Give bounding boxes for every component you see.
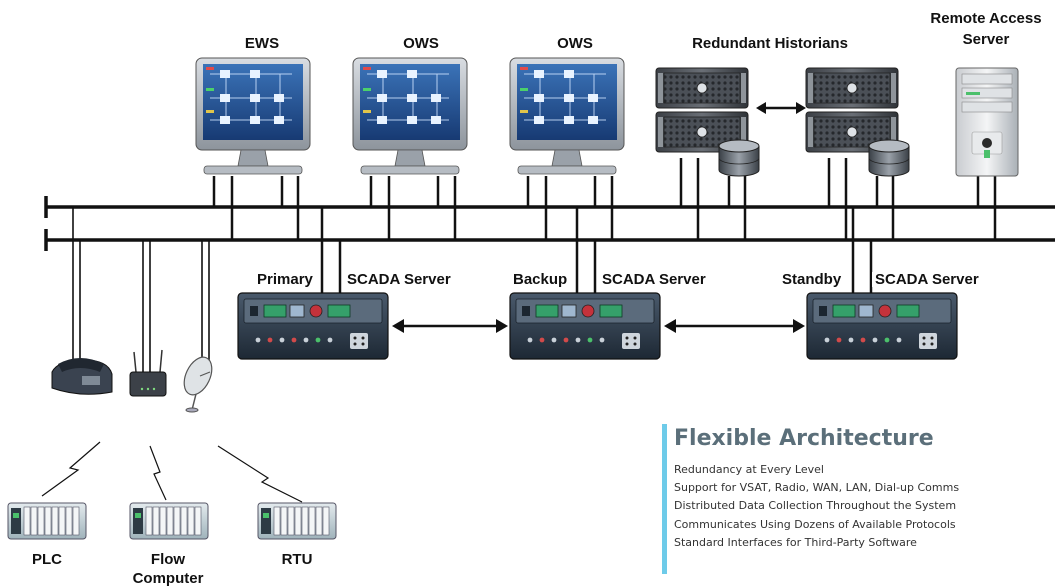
- dialup-phone-icon: [51, 358, 113, 395]
- ows-label: OWS: [403, 35, 439, 52]
- ews-workstation-icon: [195, 57, 311, 175]
- accent-bar: [662, 424, 667, 574]
- flow-computer-io-rack-icon: [129, 502, 209, 540]
- scada-server-label: SCADA Server: [599, 272, 709, 287]
- feature-item: Communicates Using Dozens of Available P…: [674, 517, 956, 531]
- flexible-architecture-panel: Flexible Architecture Redundancy at Ever…: [662, 424, 1052, 574]
- standby-label: Standby: [779, 272, 845, 287]
- historian-rack-icon: [655, 67, 760, 177]
- ews-label: EWS: [244, 35, 280, 52]
- scada-drop-lines: [320, 207, 873, 293]
- backup-label: Backup: [510, 272, 571, 287]
- remote-access-label-line2: Server: [962, 31, 1010, 48]
- backup-scada-server-icon: [509, 292, 661, 360]
- plc-io-rack-icon: [7, 502, 87, 540]
- rtu-label: RTU: [281, 551, 313, 568]
- radio-router-icon: [129, 349, 167, 397]
- panel-title: Flexible Architecture: [674, 426, 934, 451]
- historians-label: Redundant Historians: [692, 35, 848, 52]
- plc-label: PLC: [32, 551, 62, 568]
- flow-computer-label-line1: Flow: [150, 551, 186, 568]
- satellite-dish-icon: [183, 356, 213, 413]
- scada-redundancy-arrows: [392, 319, 805, 333]
- primary-scada-server-icon: [237, 292, 389, 360]
- ows-workstation-icon: [509, 57, 625, 175]
- scada-server-label: SCADA Server: [872, 272, 982, 287]
- ows-label: OWS: [557, 35, 593, 52]
- flow-computer-label-line2: Computer: [132, 570, 204, 587]
- feature-item: Redundancy at Every Level: [674, 463, 824, 476]
- feature-item: Distributed Data Collection Throughout t…: [674, 499, 957, 513]
- primary-label: Primary: [254, 272, 316, 287]
- wireless-links: [41, 441, 303, 503]
- remote-access-label-line1: Remote Access: [930, 10, 1042, 27]
- rtu-io-rack-icon: [257, 502, 337, 540]
- feature-list: Redundancy at Every Level Support for VS…: [674, 461, 959, 552]
- field-drop-lines: [72, 207, 210, 380]
- remote-access-server-icon: [955, 67, 1019, 177]
- feature-item: Support for VSAT, Radio, WAN, LAN, Dial-…: [674, 481, 960, 495]
- historian-sync-arrow: [756, 102, 806, 114]
- ows-workstation-icon: [352, 57, 468, 175]
- scada-server-label: SCADA Server: [344, 272, 454, 287]
- network-bus-lines: [44, 196, 1055, 251]
- standby-scada-server-icon: [806, 292, 958, 360]
- historian-rack-icon: [805, 67, 910, 177]
- feature-item: Standard Interfaces for Third-Party Soft…: [674, 535, 917, 549]
- workstation-drop-lines: [212, 158, 997, 240]
